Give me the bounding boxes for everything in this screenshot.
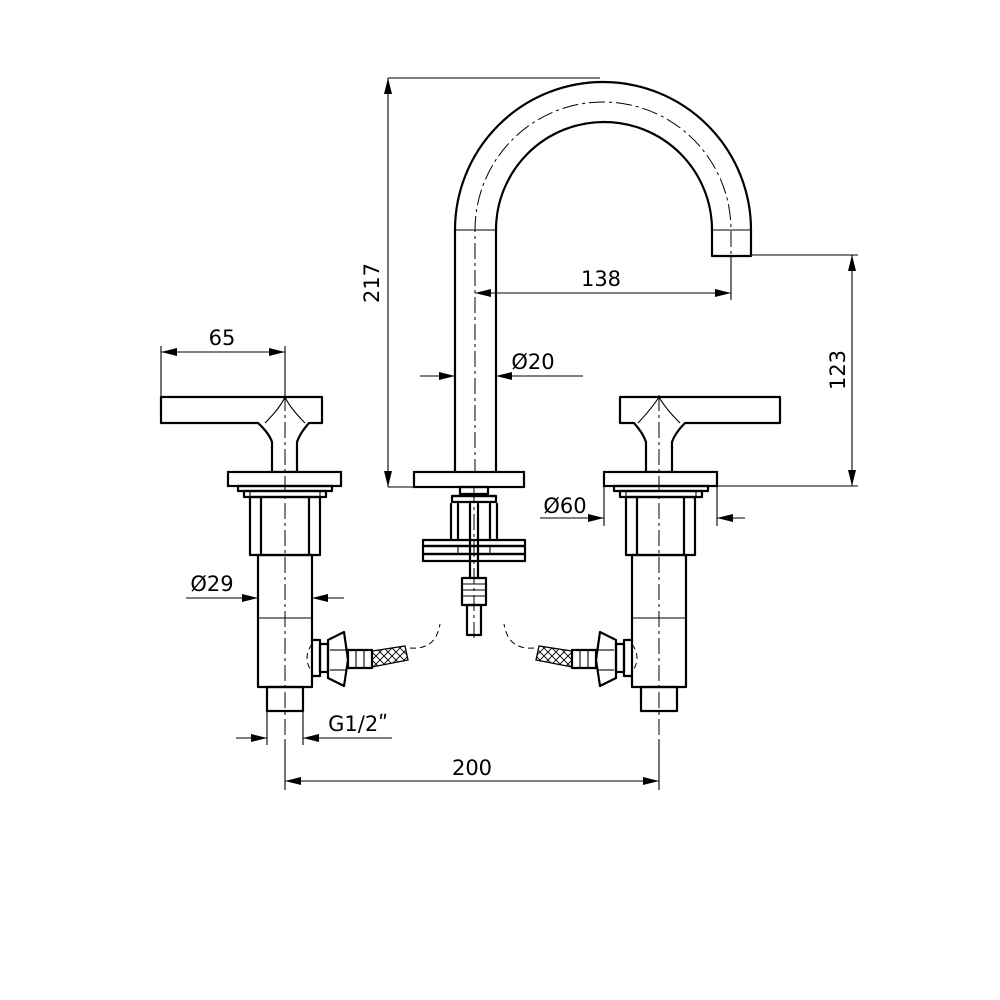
dimension-label-dia-29: Ø29 <box>190 572 233 596</box>
dimension-label-65: 65 <box>209 326 236 350</box>
right-valve <box>503 395 782 740</box>
dimension-lines <box>160 77 858 790</box>
dimension-label-thread: G1/2ʺ <box>328 712 388 736</box>
dimension-label-dia-20: Ø20 <box>511 350 554 374</box>
spout <box>412 80 753 640</box>
dimension-label-200: 200 <box>452 756 492 780</box>
dimension-label-123: 123 <box>826 350 850 390</box>
left-valve <box>159 395 441 740</box>
dimension-label-138: 138 <box>581 267 621 291</box>
dimension-label-217: 217 <box>360 263 384 303</box>
dimension-label-dia-60: Ø60 <box>543 494 586 518</box>
